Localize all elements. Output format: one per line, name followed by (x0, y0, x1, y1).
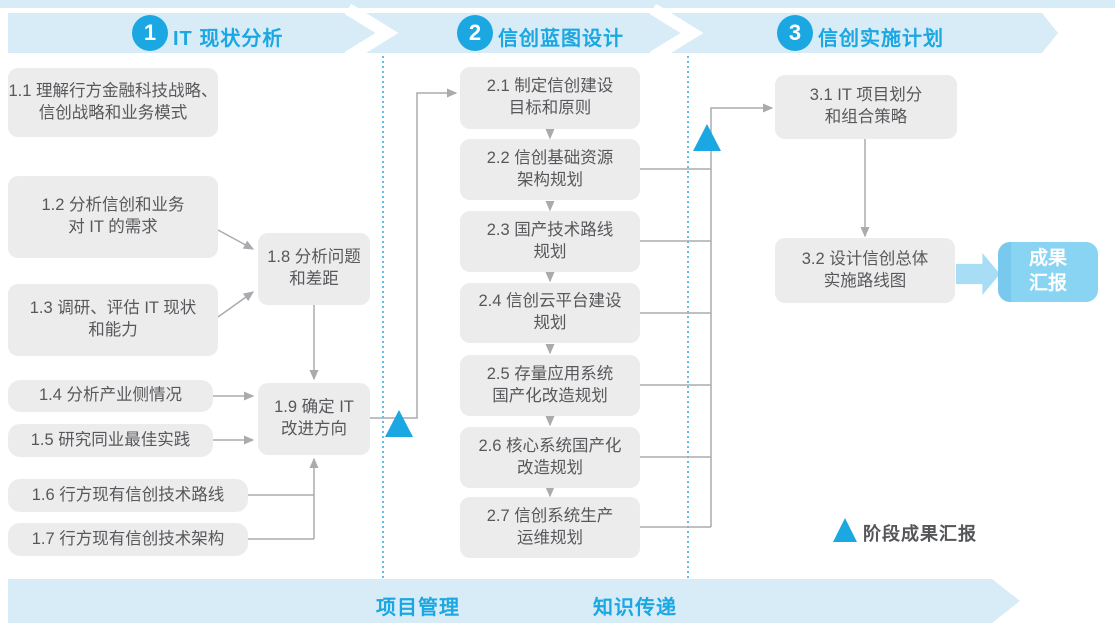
phase-3-number-badge: 3 (777, 15, 813, 51)
phase-banner-band (8, 13, 1058, 53)
step-1-7-box: 1.7 行方现有信创技术架构 (8, 523, 248, 556)
top-edge-strip (0, 0, 1115, 8)
step-1-3-box: 1.3 调研、评估 IT 现状 和能力 (8, 284, 218, 356)
step-3-2-box: 3.2 设计信创总体 实施路线图 (775, 238, 955, 303)
phase-2-number-badge: 2 (457, 15, 493, 51)
legend-label: 阶段成果汇报 (863, 524, 977, 544)
milestone-triangle-phase-1 (385, 410, 413, 437)
step-1-6-box: 1.6 行方现有信创技术路线 (8, 479, 248, 512)
step-1-5-box: 1.5 研究同业最佳实践 (8, 424, 213, 457)
result-arrow (956, 253, 1000, 295)
step-1-4-box: 1.4 分析产业侧情况 (8, 380, 213, 412)
step-1-1-box: 1.1 理解行方金融科技战略、 信创战略和业务模式 (8, 68, 218, 137)
milestone-triangle-phase-2 (693, 124, 721, 151)
footer-knowledge-transfer-label: 知识传递 (593, 597, 677, 619)
footer-banner-band (8, 579, 1020, 623)
phase-1-title: IT 现状分析 (173, 28, 284, 50)
step-2-2-box: 2.2 信创基础资源 架构规划 (460, 139, 640, 200)
step-2-1-box: 2.1 制定信创建设 目标和原则 (460, 67, 640, 129)
phase-3-title: 信创实施计划 (818, 28, 944, 50)
phase-1-number-badge: 1 (132, 15, 168, 51)
step-1-9-box: 1.9 确定 IT 改进方向 (258, 383, 370, 455)
step-2-6-box: 2.6 核心系统国产化 改造规划 (460, 427, 640, 488)
footer-project-management-label: 项目管理 (376, 597, 460, 619)
step-3-1-box: 3.1 IT 项目划分 和组合策略 (775, 75, 957, 139)
phase-2-title: 信创蓝图设计 (498, 28, 624, 50)
step-2-3-box: 2.3 国产技术路线 规划 (460, 211, 640, 272)
step-2-7-box: 2.7 信创系统生产 运维规划 (460, 497, 640, 558)
step-1-2-box: 1.2 分析信创和业务 对 IT 的需求 (8, 176, 218, 258)
step-1-8-box: 1.8 分析问题 和差距 (258, 233, 370, 305)
legend-triangle-icon (833, 518, 857, 542)
step-2-4-box: 2.4 信创云平台建设 规划 (460, 283, 640, 343)
step-2-5-box: 2.5 存量应用系统 国产化改造规划 (460, 355, 640, 416)
result-report-box: 成果 汇报 (998, 242, 1098, 302)
